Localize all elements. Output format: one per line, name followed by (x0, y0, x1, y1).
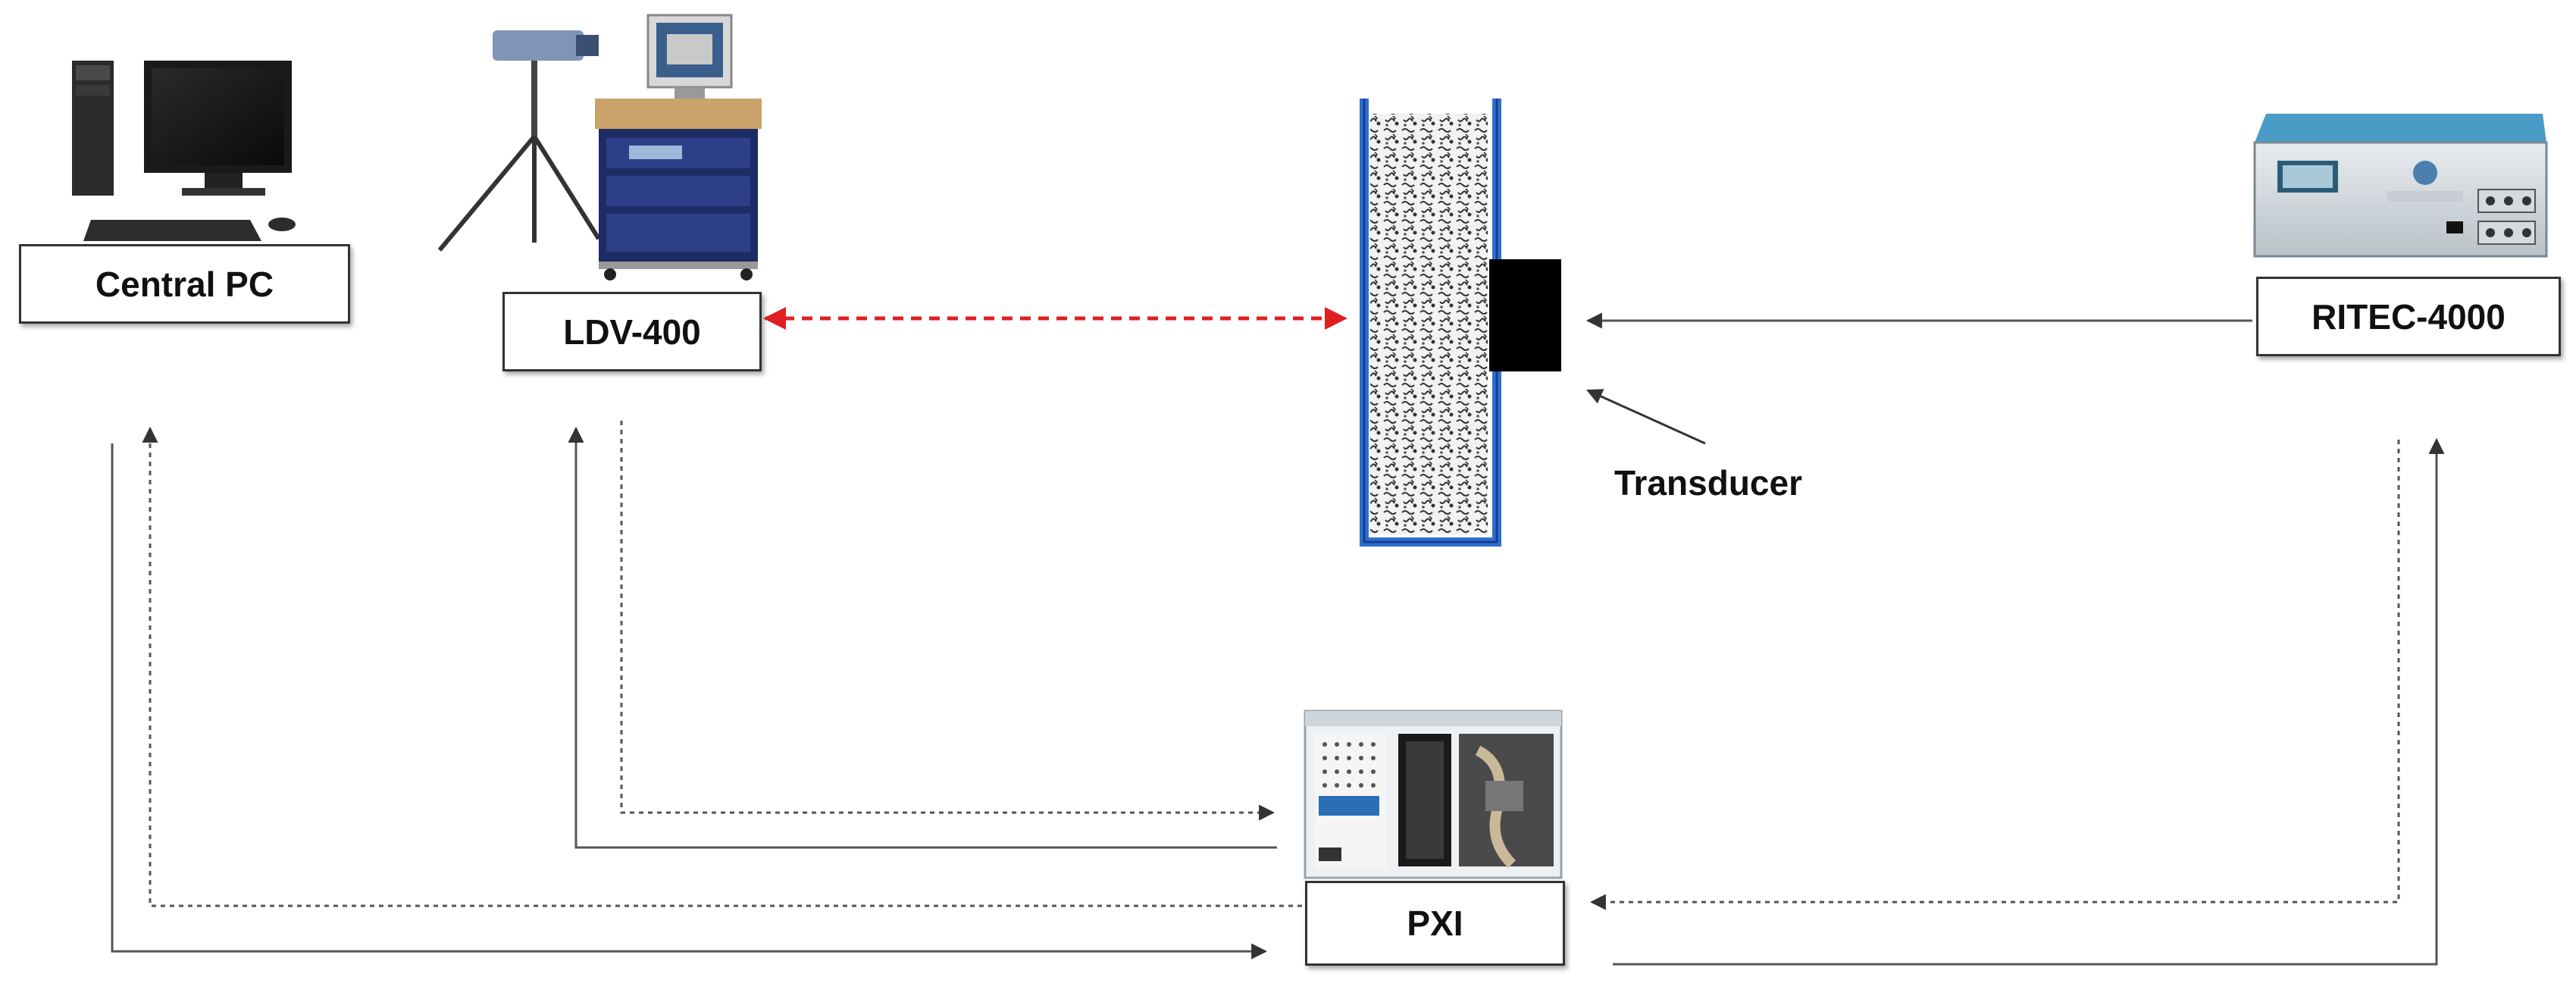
transducer-pointer-line (1586, 389, 1706, 445)
connection-lines (111, 307, 2445, 966)
ritec-label: RITEC-4000 (2256, 277, 2561, 356)
specimen-plate (1360, 99, 1501, 547)
transducer-label: Transducer (1614, 463, 1802, 503)
pxi-chassis-icon (1304, 710, 1563, 879)
pxi-to-pc-data-line (142, 426, 1302, 907)
pc-to-pxi-control-line (111, 443, 1268, 960)
pulser-receiver-icon (2253, 114, 2548, 258)
computer-icon (72, 61, 296, 241)
pxi-to-ritec-control-line (1613, 437, 2445, 966)
ldv-label: LDV-400 (502, 292, 762, 371)
pxi-to-ldv-control-line (568, 426, 1277, 849)
laser-vibrometer-icon (437, 14, 762, 280)
transducer-block (1489, 259, 1561, 371)
pxi-label: PXI (1305, 881, 1565, 966)
ritec-to-pxi-data-line (1589, 440, 2400, 910)
ldv-to-pxi-data-line (620, 421, 1275, 821)
central-pc-label: Central PC (19, 244, 350, 324)
